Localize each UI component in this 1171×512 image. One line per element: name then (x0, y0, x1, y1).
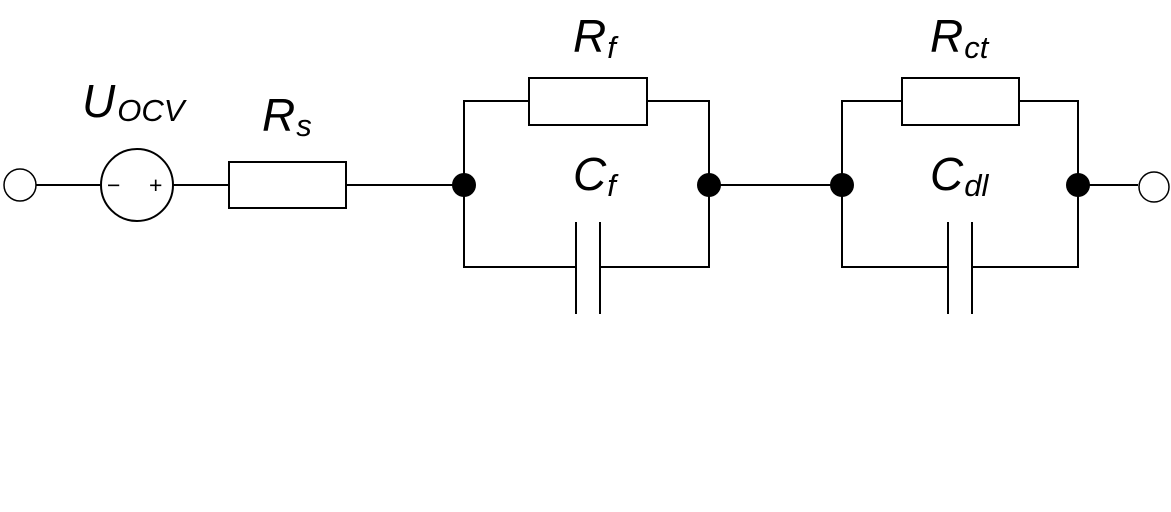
rc2-bottom-left-wire (841, 185, 948, 268)
source-plus-sign: + (149, 172, 162, 198)
label-c-dl-sub: dl (964, 168, 989, 203)
rc1-bottom-right-wire (600, 185, 710, 268)
label-u-ocv-main: U (82, 75, 116, 127)
label-c-dl: Cdl (930, 148, 989, 203)
label-r-s-main: R (262, 89, 295, 141)
resistor-rf (528, 77, 648, 126)
label-c-f-sub: f (607, 168, 619, 203)
label-r-ct-sub: ct (964, 30, 990, 65)
label-c-f: Cf (573, 148, 619, 203)
left-terminal (3, 168, 37, 202)
label-u-ocv-sub: OCV (117, 93, 188, 128)
node-rc2-left (830, 173, 854, 197)
label-r-f: Rf (573, 10, 619, 65)
resistor-rct (901, 77, 1020, 126)
label-r-ct-main: R (930, 10, 963, 62)
source-minus-sign: − (107, 172, 120, 198)
rc2-top-right-wire (1019, 100, 1079, 185)
rc1-top-right-wire (647, 100, 710, 185)
rc-block-charge-transfer (830, 77, 1090, 314)
label-c-f-main: C (573, 148, 607, 200)
resistor-rs (228, 161, 347, 209)
node-rc1-left (452, 173, 476, 197)
label-u-ocv: UOCV (82, 75, 188, 128)
voltage-source-uocv: − + (100, 148, 174, 222)
label-r-f-main: R (573, 10, 606, 62)
right-terminal (1138, 171, 1170, 203)
label-r-ct: Rct (930, 10, 990, 65)
rc1-top-left-wire (463, 100, 529, 185)
label-c-dl-main: C (930, 148, 964, 200)
label-r-s-sub: s (296, 108, 312, 143)
label-r-s: Rs (262, 89, 312, 143)
rc2-bottom-right-wire (972, 185, 1079, 268)
label-r-f-sub: f (607, 30, 619, 65)
rc1-bottom-left-wire (463, 185, 576, 268)
rc2-top-left-wire (841, 100, 902, 185)
